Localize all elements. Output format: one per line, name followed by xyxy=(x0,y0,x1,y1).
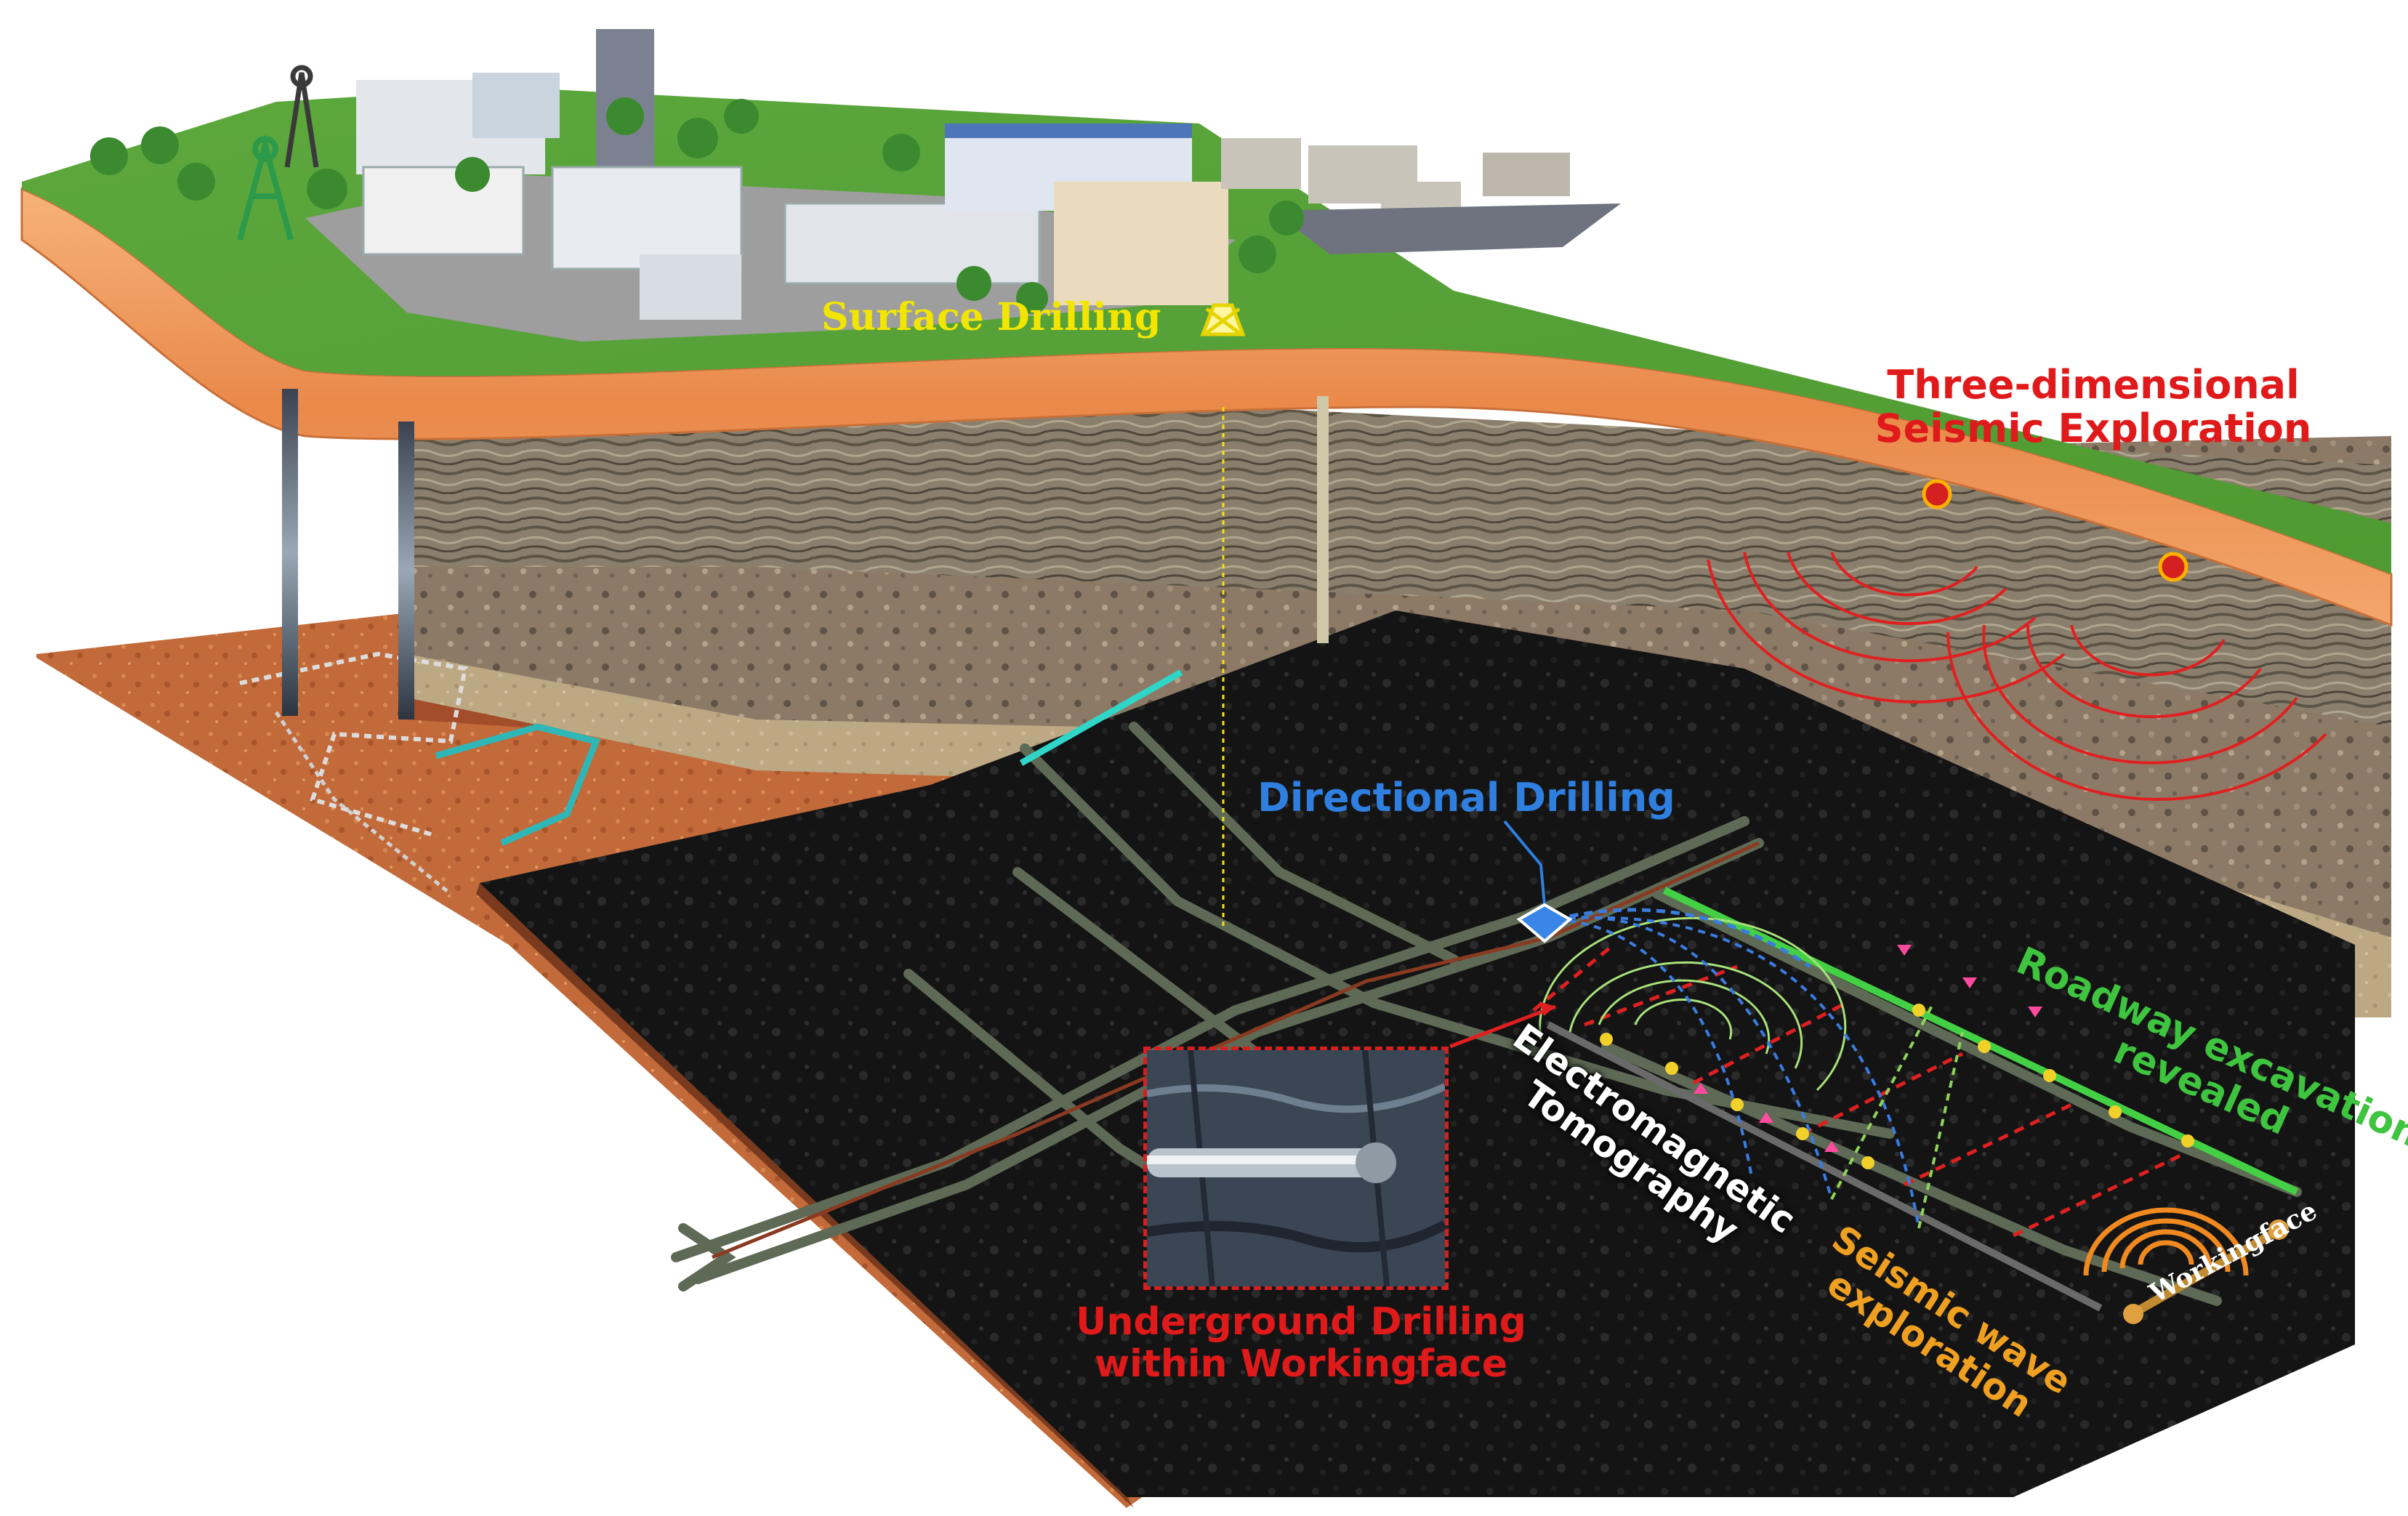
shearer-waves xyxy=(2083,1207,2249,1276)
underground-label-line2: within Workingface xyxy=(1094,1342,1507,1387)
surface-roadway-paths xyxy=(239,651,601,895)
drill-core-photo xyxy=(1147,1050,1445,1286)
directional-drilling-label: Directional Drilling xyxy=(1257,775,1675,821)
em-tomography-rings xyxy=(1539,916,1847,1092)
headframe-tower-2 xyxy=(284,65,319,168)
seismic-3d-label-line1: Three-dimensional xyxy=(1887,362,2300,408)
seismic-source-icon xyxy=(1922,479,2188,582)
trees xyxy=(90,97,1304,314)
underground-drill-point-icon xyxy=(1539,1001,1555,1016)
underground-drilling-pointer xyxy=(1449,1004,1556,1049)
mine-shafts xyxy=(282,389,1329,719)
main-roadway-red xyxy=(712,841,1760,1259)
directional-drill-path xyxy=(1555,908,1811,969)
cyan-roadway xyxy=(1019,669,1183,766)
underground-drill-lines xyxy=(1532,943,2182,1238)
workingface-bottom-roadway xyxy=(1546,1021,2103,1312)
seismic-3d-label: Three-dimensional Seismic Exploration xyxy=(1839,363,2348,451)
headframe-tower xyxy=(237,134,294,241)
underground-drilling-label: Underground Drilling within Workingface xyxy=(1025,1300,1577,1387)
geophone-markers xyxy=(1694,945,2042,1152)
directional-drilling-pointer xyxy=(1503,820,1546,906)
shearer-machine-icon xyxy=(2123,1219,2289,1324)
drill-core-photo-inset xyxy=(1143,1047,1449,1290)
coal-seam-edge xyxy=(476,883,1134,1508)
underground-label-line1: Underground Drilling xyxy=(1076,1300,1526,1344)
sensor-markers xyxy=(1600,1004,2194,1169)
surface-drilling-label: Surface Drilling xyxy=(821,295,1161,339)
seismic-3d-label-line2: Seismic Exploration xyxy=(1875,406,2312,452)
surface-buildings xyxy=(356,29,1621,320)
surface-drilling-rig-icon xyxy=(1200,303,1246,336)
seismic-3d-waves xyxy=(1707,552,2327,801)
directional-drill-rig-icon xyxy=(1516,903,1573,943)
seismic-wave-rays xyxy=(1555,916,1964,1229)
